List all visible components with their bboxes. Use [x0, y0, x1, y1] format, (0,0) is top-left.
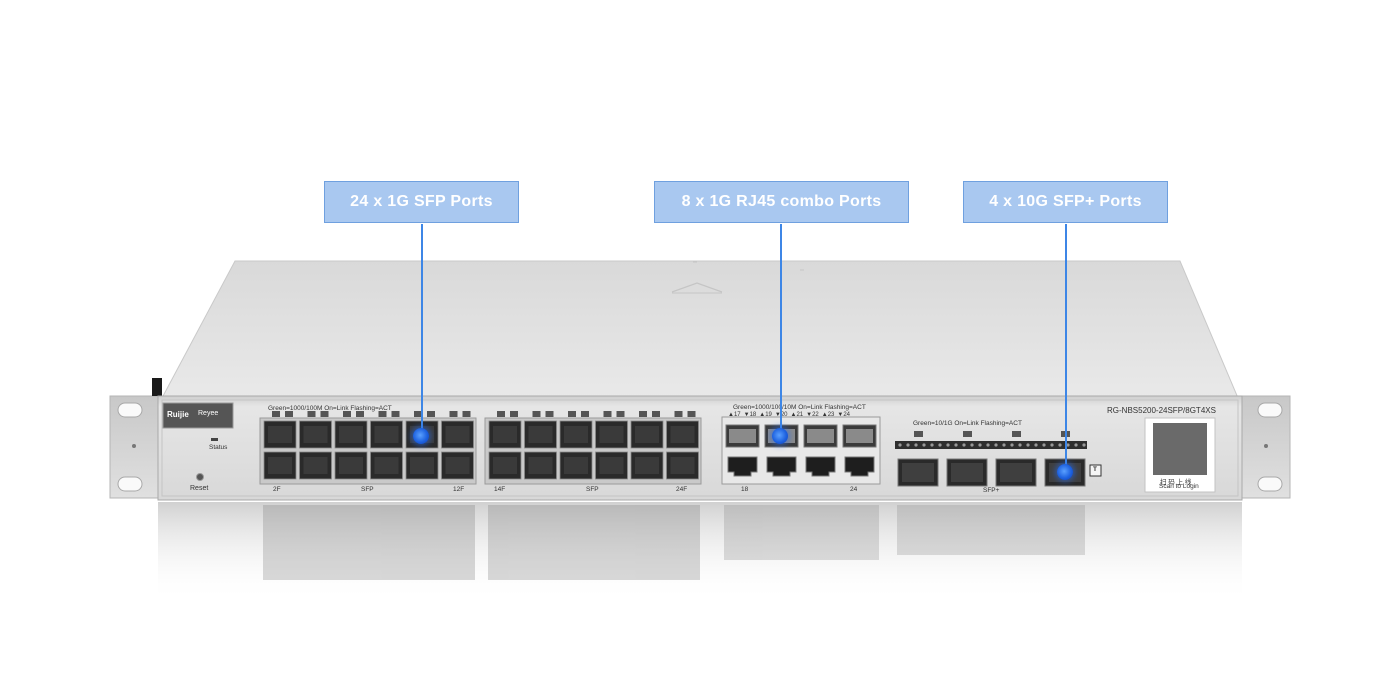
sfpplus-label: SFP+ [983, 487, 1000, 494]
port-led-icon [963, 431, 972, 437]
port-led-icon [616, 411, 625, 417]
port-led-icon [914, 431, 923, 437]
callout-sfpplus-ports: 4 x 10G SFP+ Ports [963, 181, 1168, 223]
qr-caption-en: Scan to Login [1159, 483, 1199, 490]
sfp-group1-mid-label: SFP [361, 486, 374, 493]
combo-left-number: 18 [741, 486, 749, 493]
qr-code [1153, 423, 1207, 475]
combo-port-label: ▼22 [806, 412, 819, 418]
port-led-icon [652, 411, 660, 417]
rj45-port [844, 456, 875, 477]
status-led [211, 438, 218, 441]
console-port [1089, 464, 1102, 477]
chassis-top [161, 260, 1239, 399]
port-led-icon [510, 411, 518, 417]
port-led-icon [581, 411, 589, 417]
port-led-icon [427, 411, 435, 417]
port-led-icon [462, 411, 471, 417]
combo-port-label: ▲19 [759, 412, 772, 418]
sfp-group2-mid-label: SFP [586, 486, 599, 493]
console-label: T [1093, 466, 1097, 473]
rj45-port [805, 456, 836, 477]
port-led-icon [356, 411, 364, 417]
rack-ear-left [109, 378, 163, 499]
sfp-group1-right-label: 12F [453, 486, 465, 493]
port-led-icon [687, 411, 696, 417]
model-label: RG-NBS5200-24SFP/8GT4XS [1107, 406, 1216, 415]
combo-top-labels: ▲17▼18▲19▼20▲21▼22▲23▼24 [728, 412, 850, 418]
combo-port-label: ▲17 [728, 412, 741, 418]
port-led-icon [545, 411, 554, 417]
combo-port-label: ▲23 [821, 412, 835, 418]
brand-logo [162, 402, 234, 429]
port-led-icon [378, 411, 387, 417]
brand-ruijie-label: Ruijie [167, 410, 189, 419]
combo-right-number: 24 [850, 486, 858, 493]
port-led-icon [603, 411, 612, 417]
highlight-sfp-port [413, 428, 429, 444]
port-led-icon [272, 411, 280, 417]
status-label: Status [209, 444, 228, 451]
port-led-icon [414, 411, 422, 417]
callout-rj45-combo-ports: 8 x 1G RJ45 combo Ports [654, 181, 909, 223]
port-led-icon [320, 411, 329, 417]
port-led-icon [639, 411, 647, 417]
sfp-group2-right-label: 24F [676, 486, 688, 493]
rack-ear-right [1237, 395, 1291, 499]
sfp-group1-left-label: 2F [273, 486, 281, 493]
combo-port-label: ▲21 [790, 412, 804, 418]
reset-button [196, 473, 204, 481]
port-led-icon [674, 411, 683, 417]
combo-port-label: ▼18 [743, 412, 757, 418]
callout-line-sfp [421, 224, 423, 436]
port-led-icon [1012, 431, 1021, 437]
callout-line-sfpplus [1065, 224, 1067, 471]
qr-caption-cn: 扫 码 上 线 [1160, 479, 1192, 486]
port-led-icon [449, 411, 458, 417]
highlight-combo-port [772, 428, 788, 444]
highlight-sfpplus-port [1057, 464, 1073, 480]
rj45-port [727, 456, 758, 477]
port-led-icon [391, 411, 400, 417]
port-led-icon [568, 411, 576, 417]
port-led-icon [497, 411, 505, 417]
sfpplus-led-strip [895, 441, 1087, 449]
port-led-icon [285, 411, 293, 417]
callout-sfp-ports: 24 x 1G SFP Ports [324, 181, 519, 223]
brand-reyee-label: Reyee [198, 410, 219, 417]
led-legend-sfp: Green=1000/100M On=Link Flashing=ACT [268, 405, 392, 412]
callout-line-rj45 [780, 224, 782, 436]
port-led-icon [532, 411, 541, 417]
port-led-icon [307, 411, 316, 417]
sfp-group2-left-label: 14F [494, 486, 506, 493]
port-led-icon [343, 411, 351, 417]
led-legend-sfpplus: Green=10/1G On=Link Flashing=ACT [913, 420, 1022, 427]
rj45-port [766, 456, 797, 477]
combo-port-label: ▼24 [837, 412, 850, 418]
led-legend-combo: Green=1000/100/10M On=Link Flashing=ACT [733, 404, 866, 411]
reset-label: Reset [190, 485, 209, 492]
